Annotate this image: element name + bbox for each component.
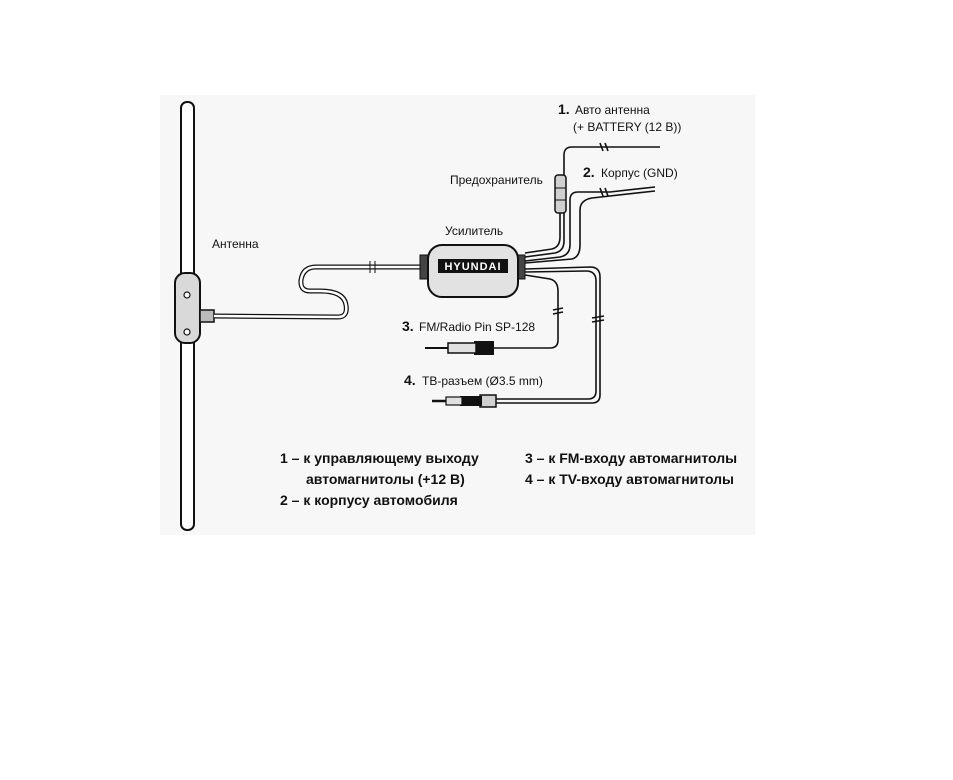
connector-1-number: 1.	[558, 101, 570, 117]
amplifier-box: HYUNDAI	[420, 245, 525, 297]
power-leads	[525, 143, 660, 263]
connector-3-number: 3.	[402, 318, 414, 334]
tv-connector	[432, 395, 496, 407]
connector-2-label: Корпус (GND)	[601, 166, 678, 180]
wiring-diagram: HYUNDAI	[160, 95, 755, 535]
connector-2-number: 2.	[583, 164, 595, 180]
fm-connector	[425, 341, 494, 355]
diagram-svg: HYUNDAI	[160, 95, 755, 535]
fuse-holder	[555, 175, 566, 213]
amplifier-brand: HYUNDAI	[444, 261, 501, 273]
antenna-cable	[214, 261, 430, 317]
connector-3-label: FM/Radio Pin SP-128	[419, 320, 535, 334]
legend-item-2: 2 – к корпусу автомобиля	[280, 492, 458, 508]
legend-item-4: 4 – к TV-входу автомагнитолы	[525, 471, 734, 487]
antenna-label: Антенна	[212, 237, 259, 251]
antenna-mast	[175, 102, 214, 530]
legend-item-3: 3 – к FM-входу автомагнитолы	[525, 450, 737, 466]
legend: 1 – к управляющему выходу автомагнитолы …	[280, 450, 737, 508]
connector-4-number: 4.	[404, 372, 416, 388]
amplifier-label: Усилитель	[445, 224, 503, 238]
legend-item-1-line2: автомагнитолы (+12 В)	[306, 471, 465, 487]
connector-1-label-line2: (+ BATTERY (12 В))	[573, 120, 681, 134]
fuse-label: Предохранитель	[450, 173, 543, 187]
connector-1-label: Авто антенна	[575, 103, 650, 117]
connector-4-label: ТВ-разъем (Ø3.5 mm)	[422, 374, 543, 388]
legend-item-1: 1 – к управляющему выходу	[280, 450, 479, 466]
